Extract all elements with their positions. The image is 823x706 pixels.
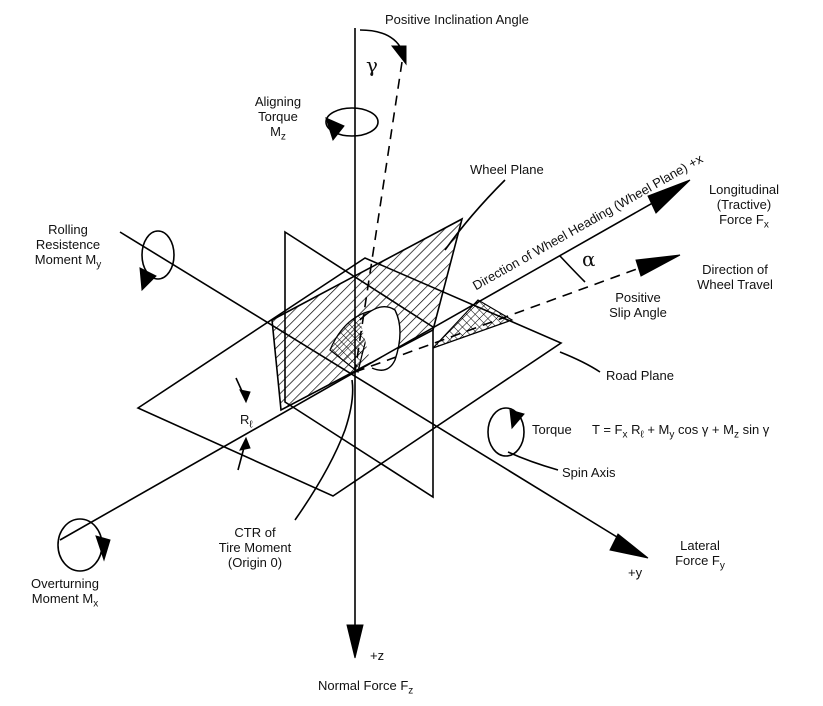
aligning-torque-circle: [325, 107, 379, 137]
x-axis-heading: [354, 191, 673, 373]
aligning-arrowhead: [325, 117, 345, 142]
lateral-arrowhead: [609, 533, 649, 559]
tire-contour: [359, 306, 401, 371]
slip-angle-label: Positive Slip Angle: [609, 290, 667, 320]
lateral-force-label: Lateral Force Fy: [675, 538, 725, 572]
rolling-moment-circle: [141, 230, 175, 280]
y-axis: [119, 231, 631, 546]
slip-angle-arc: [559, 255, 586, 283]
normal-force-arrowhead: [346, 624, 364, 659]
gamma-symbol: γ: [366, 53, 378, 77]
slip-angle-shade: [432, 299, 514, 349]
r-label: Rℓ: [240, 412, 253, 431]
ctr-tire-moment-label: CTR of Tire Moment (Origin 0): [218, 525, 292, 570]
inclination-axis: [354, 61, 403, 373]
normal-force-label: Normal Force Fz: [318, 678, 414, 697]
longitudinal-force-label: Longitudinal (Tractive) Force Fx: [708, 182, 780, 231]
travel-direction-line: [354, 265, 646, 373]
inclination-arrowhead: [390, 45, 407, 66]
rolling-arrowhead: [139, 267, 157, 292]
road-plane: [136, 257, 563, 497]
inclination-angle-label: Positive Inclination Angle: [385, 12, 529, 27]
r-arrow-bottom: [239, 436, 251, 451]
torque-label: Torque: [532, 422, 572, 437]
spin-torque-circle: [487, 407, 525, 457]
overturning-arrowhead: [95, 535, 111, 562]
spin-axis-leader: [507, 451, 559, 471]
spin-arrowhead: [509, 409, 525, 430]
longitudinal-arrowhead: [647, 179, 691, 214]
aligning-torque-label: Aligning Torque Mz: [254, 94, 302, 143]
road-plane-leader: [559, 351, 601, 373]
r-arrow-top: [239, 389, 251, 404]
travel-arrowhead: [635, 254, 681, 277]
overturning-moment-circle: [57, 518, 103, 572]
overturning-moment-label: Overturning Moment Mx: [31, 576, 99, 610]
alpha-symbol: α: [582, 247, 596, 271]
spin-axis-label: Spin Axis: [562, 465, 616, 480]
plus-z-label: +z: [370, 648, 385, 663]
plus-y-label: +y: [628, 565, 643, 580]
torque-equation: T = Fx Rℓ + My cos γ + Mz sin γ: [592, 422, 770, 441]
wheel-plane-label: Wheel Plane: [470, 162, 544, 177]
wheel-travel-label: Direction of Wheel Travel: [697, 262, 773, 292]
rolling-moment-label: Rolling Resistence Moment My: [34, 222, 102, 271]
overturning-axis: [59, 371, 356, 541]
ctr-leader: [294, 379, 354, 521]
road-plane-label: Road Plane: [606, 368, 674, 383]
wheel-plane-leader: [444, 179, 506, 251]
